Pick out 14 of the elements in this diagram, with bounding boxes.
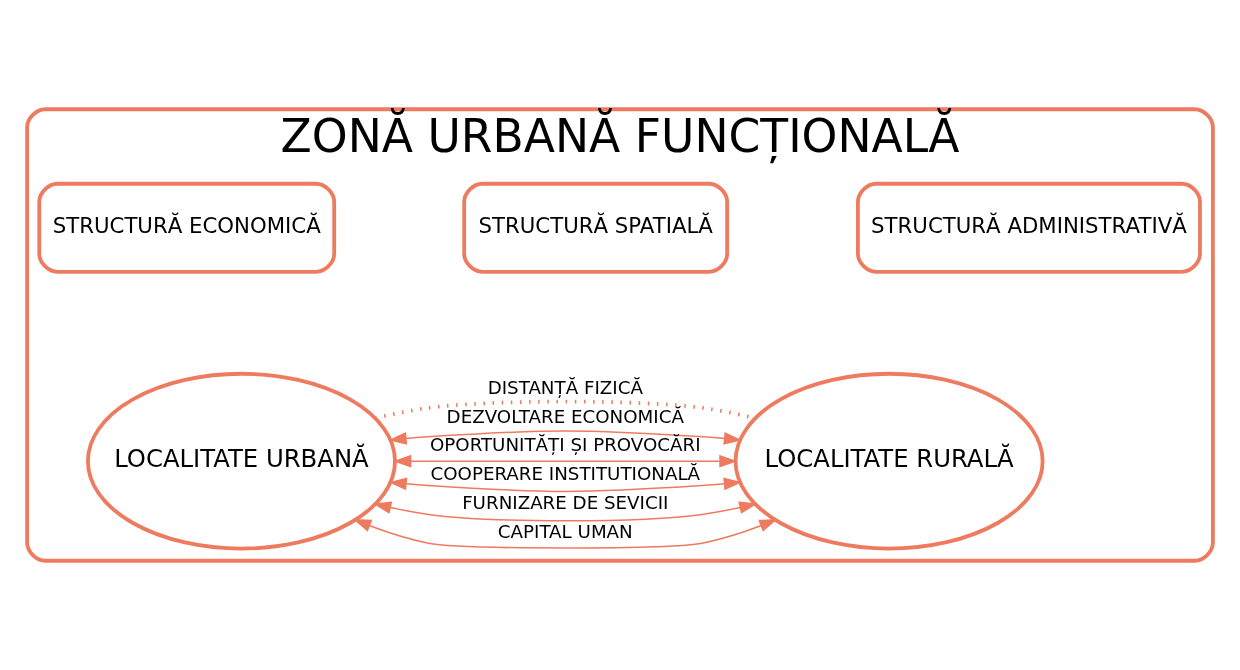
edge-label: DEZVOLTARE ECONOMICĂ	[446, 405, 684, 427]
edge-label: COOPERARE INSTITUTIONALĂ	[430, 463, 701, 485]
edge-label: FURNIZARE DE SEVICII	[462, 492, 669, 514]
arrow	[373, 501, 758, 522]
node-box: STRUCTURĂ ADMINISTRATIVĂ	[856, 181, 1202, 274]
edge-label: OPORTUNITĂȚI ȘI PROVOCĂRI	[429, 434, 701, 456]
edge-label: CAPITAL UMAN	[497, 521, 633, 543]
node-box: STRUCTURĂ ECONOMICĂ	[37, 181, 337, 274]
node-box: STRUCTURĂ SPATIALĂ	[462, 181, 730, 274]
node-ellipse: LOCALITATE URBANĂ	[86, 371, 397, 551]
arrow	[393, 454, 738, 468]
node-ellipse: LOCALITATE RURALĂ	[733, 371, 1045, 551]
edge-label: DISTANȚĂ FIZICĂ	[487, 376, 643, 398]
arrow	[353, 519, 778, 549]
